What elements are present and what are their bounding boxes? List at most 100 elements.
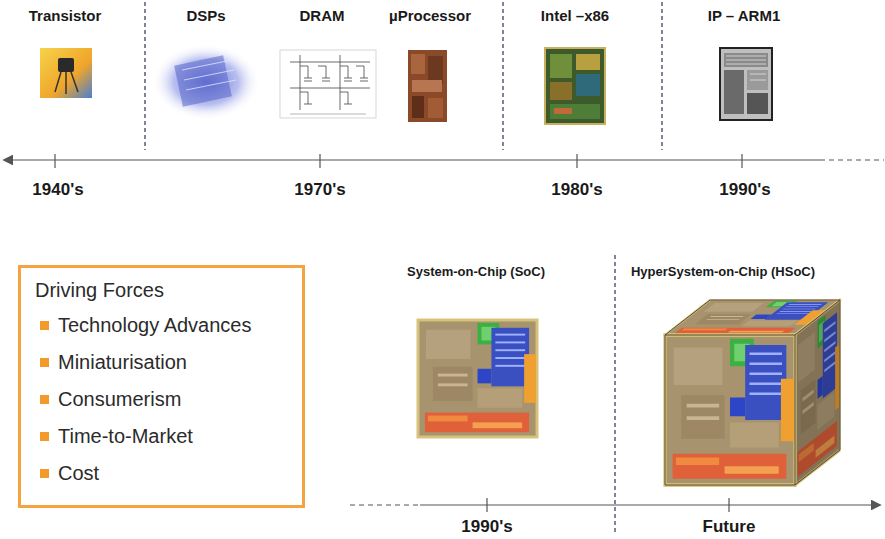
dram-schematic bbox=[300, 66, 312, 81]
dram-schematic bbox=[290, 88, 370, 89]
dram-schematic bbox=[300, 55, 301, 110]
dram-schematic bbox=[300, 92, 312, 104]
transistor-image bbox=[55, 72, 61, 92]
era-label: IP – ARM1 bbox=[708, 7, 781, 24]
microprocessor-image bbox=[408, 50, 447, 122]
arm1-image bbox=[720, 48, 772, 120]
dram-schematic bbox=[290, 62, 370, 63]
label-holder: System-on-Chip (SoC) bbox=[407, 264, 545, 279]
era-label: HyperSystem-on-Chip (HSoC) bbox=[631, 264, 815, 279]
era-separator bbox=[614, 255, 615, 535]
year-label: 1990's bbox=[461, 517, 512, 537]
era-separator bbox=[661, 2, 662, 150]
timeline-axis bbox=[12, 159, 820, 160]
microprocessor-image bbox=[428, 98, 443, 118]
intel-x86-image bbox=[550, 82, 572, 100]
intel-x86-image bbox=[550, 104, 600, 119]
transistor-image bbox=[40, 48, 92, 98]
era-label: Intel –x86 bbox=[541, 7, 609, 24]
timeline-axis bbox=[319, 154, 320, 168]
dsp-image bbox=[174, 55, 232, 106]
label-holder: Future bbox=[703, 517, 756, 537]
year-label: Future bbox=[703, 517, 756, 537]
bullet-item: Time-to-Market bbox=[35, 424, 193, 448]
timeline-axis bbox=[420, 504, 872, 505]
year-label: 1990's bbox=[719, 180, 770, 200]
label-holder: 1980's bbox=[551, 180, 602, 200]
label-holder: DRAM bbox=[300, 7, 345, 24]
bullet-item: Cost bbox=[35, 461, 99, 485]
transistor-image bbox=[58, 58, 74, 72]
timeline-axis bbox=[486, 498, 487, 512]
dram-schematic bbox=[318, 66, 330, 81]
label-holder: µProcessor bbox=[389, 7, 471, 24]
timeline-axis bbox=[820, 159, 884, 160]
timeline-axis bbox=[576, 154, 577, 168]
dram-schematic bbox=[280, 50, 376, 118]
hsoc-cube-image bbox=[665, 300, 840, 485]
timeline-axis bbox=[728, 498, 729, 512]
dram-schematic bbox=[280, 50, 376, 118]
timeline-axis bbox=[12, 154, 884, 168]
era-label: Transistor bbox=[29, 7, 102, 24]
bullet-item: Miniaturisation bbox=[35, 350, 187, 374]
era-label: System-on-Chip (SoC) bbox=[407, 264, 545, 279]
hsoc-cube-image bbox=[665, 300, 840, 485]
era-label: DRAM bbox=[300, 7, 345, 24]
hsoc-cube-image bbox=[795, 300, 840, 485]
arm1-image bbox=[724, 70, 744, 114]
dsp-image bbox=[182, 60, 236, 90]
label-holder: 1990's bbox=[719, 180, 770, 200]
driving-forces-box: Driving ForcesTechnology AdvancesMiniatu… bbox=[18, 265, 305, 508]
transistor-image bbox=[65, 72, 67, 94]
timeline-axis bbox=[350, 498, 872, 512]
bullet-item: Consumerism bbox=[35, 387, 181, 411]
era-label: µProcessor bbox=[389, 7, 471, 24]
label-holder: 1970's bbox=[294, 180, 345, 200]
microprocessor-image bbox=[428, 56, 443, 84]
timeline-axis bbox=[54, 154, 55, 168]
year-label: 1970's bbox=[294, 180, 345, 200]
era-label: DSPs bbox=[186, 7, 225, 24]
bullet-item: Technology Advances bbox=[35, 313, 251, 337]
intel-x86-image bbox=[545, 48, 605, 124]
microprocessor-image bbox=[412, 96, 424, 118]
dram-schematic bbox=[290, 114, 366, 115]
dsp-image bbox=[152, 44, 260, 120]
label-holder: HyperSystem-on-Chip (HSoC) bbox=[631, 264, 815, 279]
label-holder: Intel –x86 bbox=[541, 7, 609, 24]
hsoc-cube-image bbox=[665, 335, 795, 485]
soc-chip-image bbox=[418, 320, 537, 437]
hsoc-cube-image bbox=[795, 300, 840, 485]
arm1-image bbox=[726, 56, 766, 80]
dram-schematic bbox=[340, 92, 352, 104]
transistor-image bbox=[71, 72, 78, 92]
soc-chip-image bbox=[418, 320, 537, 437]
year-label: 1980's bbox=[551, 180, 602, 200]
microprocessor-image bbox=[408, 50, 447, 122]
intel-x86-image bbox=[576, 74, 600, 96]
label-holder: Transistor bbox=[29, 7, 102, 24]
dram-schematic bbox=[356, 66, 368, 81]
timeline-axis bbox=[350, 504, 420, 505]
arm1-image bbox=[747, 93, 768, 114]
box-heading: Driving Forces bbox=[35, 278, 164, 302]
era-separator bbox=[144, 2, 145, 150]
dram-schematic bbox=[340, 66, 352, 81]
microprocessor-image bbox=[411, 54, 425, 74]
dram-schematic bbox=[340, 55, 341, 110]
era-separator bbox=[502, 2, 503, 150]
arm1-image bbox=[720, 48, 772, 120]
transistor-image bbox=[40, 48, 92, 98]
intel-x86-image bbox=[554, 108, 572, 114]
label-holder: DSPs bbox=[186, 7, 225, 24]
year-label: 1940's bbox=[32, 180, 83, 200]
label-holder: 1940's bbox=[32, 180, 83, 200]
intel-x86-image bbox=[545, 48, 605, 124]
timeline-axis bbox=[741, 154, 742, 168]
dsp-image bbox=[152, 44, 260, 120]
microprocessor-image bbox=[412, 80, 442, 92]
label-holder: IP – ARM1 bbox=[708, 7, 781, 24]
intel-x86-image bbox=[576, 54, 600, 70]
